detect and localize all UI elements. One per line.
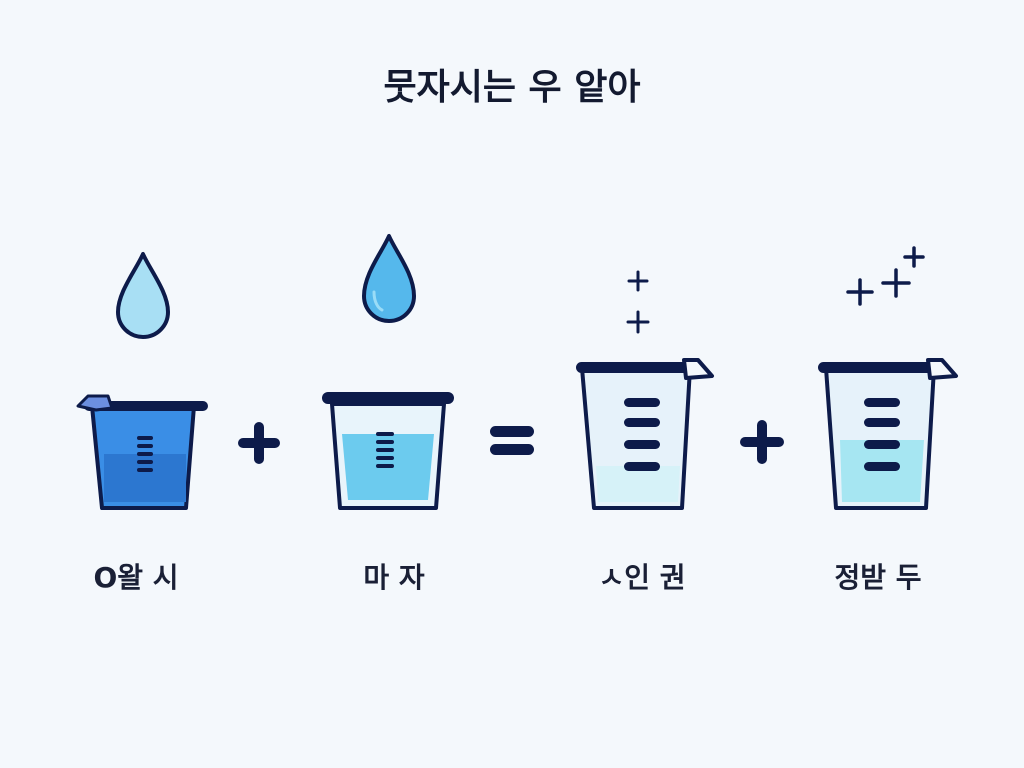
water-drop-icon xyxy=(358,232,420,330)
light-water-drop-icon xyxy=(112,250,174,346)
item-label: ㅅ인 권 xyxy=(598,561,686,594)
item-label: 정받 두 xyxy=(834,561,922,594)
item-label: O왈 시 xyxy=(93,561,179,594)
plus-operator-icon xyxy=(736,416,788,468)
beaker-filled-blue-icon xyxy=(74,386,214,516)
plus-sparkles-icon xyxy=(624,268,654,338)
item-label: 마 자 xyxy=(363,561,425,594)
plus-sparkles-icon xyxy=(844,244,930,308)
plus-operator-icon xyxy=(234,418,284,468)
equals-operator-icon xyxy=(486,418,538,462)
diagram-title: 뭇자시는 우 앝아 xyxy=(383,67,641,108)
beaker-low-water-icon xyxy=(814,356,964,516)
beaker-empty-icon xyxy=(572,356,722,516)
beaker-half-water-icon xyxy=(318,386,458,516)
